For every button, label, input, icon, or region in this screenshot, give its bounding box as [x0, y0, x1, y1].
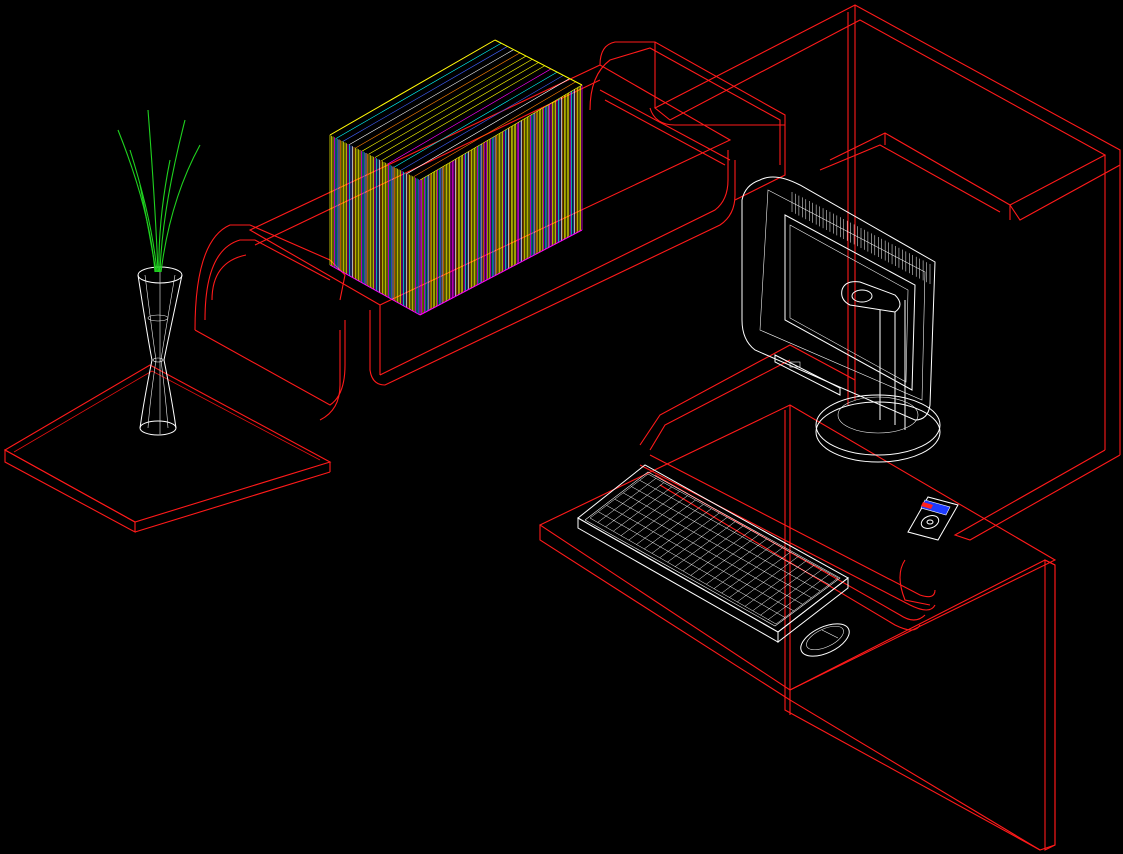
monitor-icon: [741, 176, 941, 463]
plant-icon: [117, 109, 201, 273]
books-icon: [329, 39, 583, 316]
mouse-icon: [800, 623, 850, 657]
keyboard-icon: [577, 464, 849, 644]
media-player-icon: [907, 496, 959, 541]
desk-icon: [538, 4, 1121, 851]
shelf-icon: [194, 41, 786, 421]
low-side-shelf: [3, 364, 332, 533]
vase-icon: [117, 109, 201, 436]
